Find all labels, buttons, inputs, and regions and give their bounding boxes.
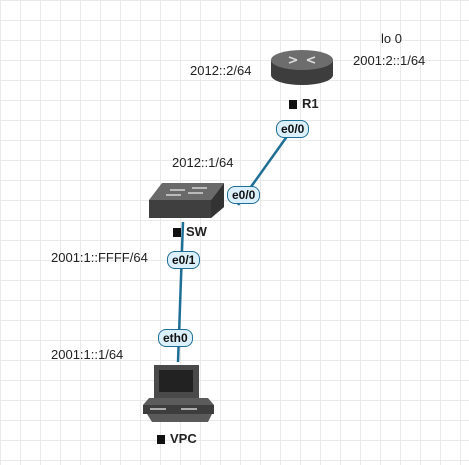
vpc-label: VPC: [157, 431, 197, 446]
sw-port-e01[interactable]: e0/1: [167, 251, 201, 269]
r1-loopback-ip: 2001:2::1/64: [353, 53, 426, 68]
node-status-icon: [289, 100, 297, 109]
r1-port-e00[interactable]: e0/0: [276, 120, 310, 138]
sw-name: SW: [186, 224, 207, 239]
pc-icon[interactable]: [143, 365, 214, 422]
r1-label: R1: [289, 96, 319, 111]
sw-port-e00[interactable]: e0/0: [227, 186, 261, 204]
vpc-name: VPC: [170, 431, 197, 446]
sw-label: SW: [173, 224, 207, 239]
switch-icon[interactable]: [149, 183, 224, 218]
sw-access-ip: 2001:1::FFFF/64: [51, 250, 148, 265]
r1-loopback-name: lo 0: [381, 31, 402, 46]
r1-name: R1: [302, 96, 319, 111]
sw-link-ip: 2012::1/64: [172, 155, 234, 170]
vpc-ip: 2001:1::1/64: [51, 347, 124, 362]
vpc-port-eth0[interactable]: eth0: [158, 329, 193, 347]
node-status-icon: [173, 228, 181, 237]
r1-link-ip: 2012::2/64: [190, 63, 252, 78]
router-icon[interactable]: [271, 50, 333, 85]
node-status-icon: [157, 435, 165, 444]
